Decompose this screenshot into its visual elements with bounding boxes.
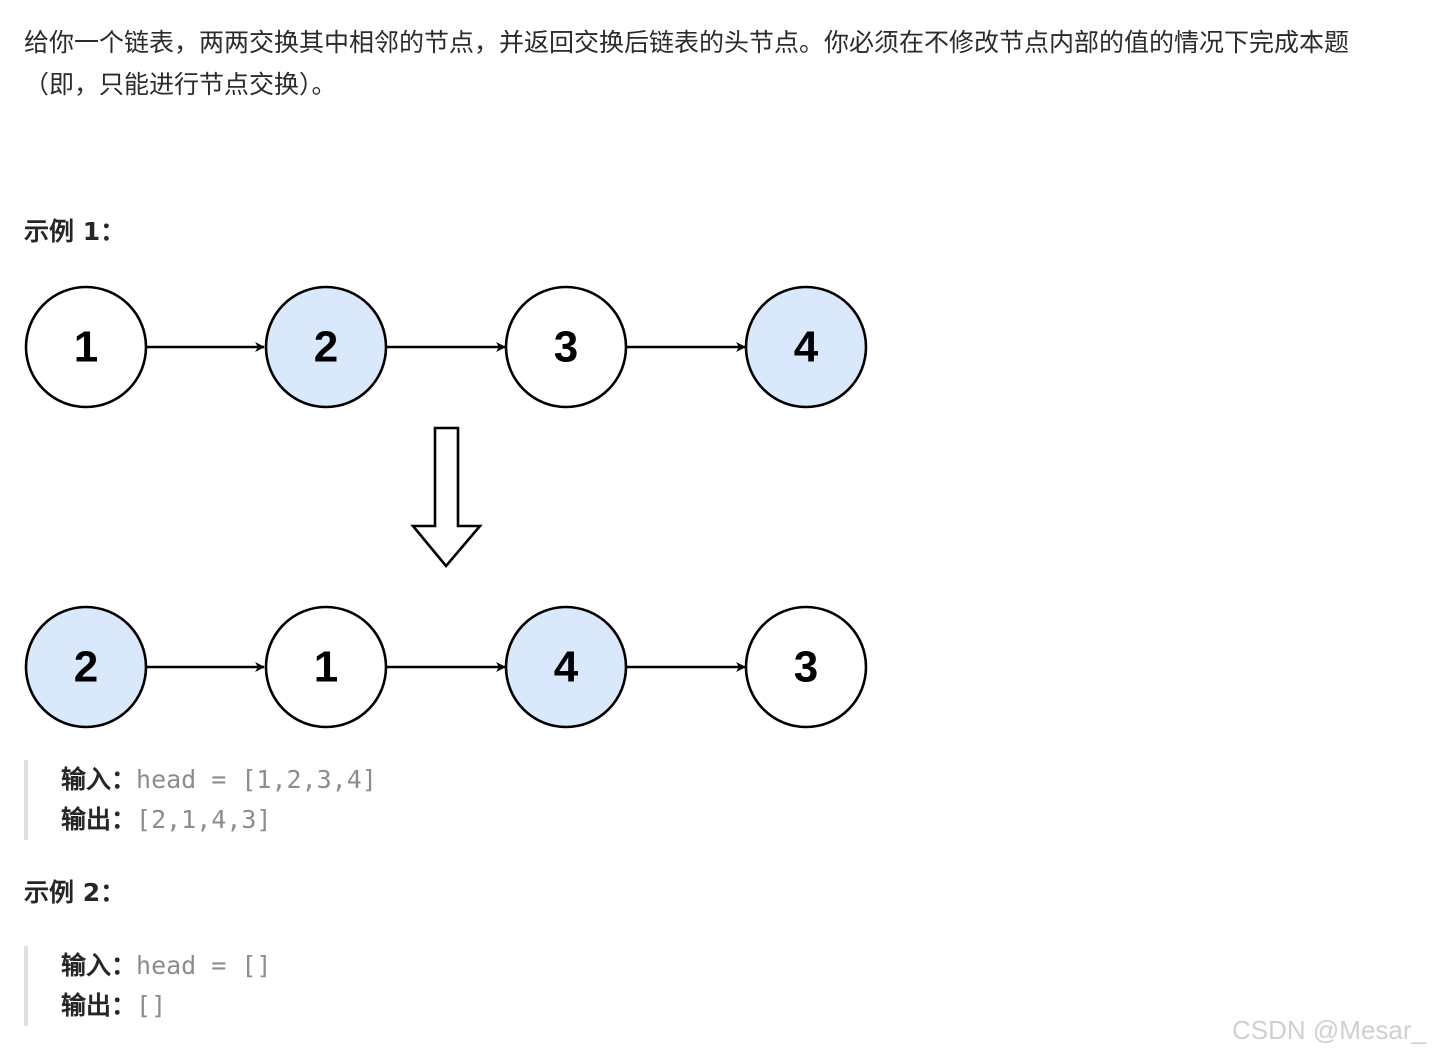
- node-circle: [504, 285, 628, 409]
- list-node: 4: [744, 285, 868, 409]
- node-circle: [744, 285, 868, 409]
- output-label: 输出：: [61, 991, 137, 1020]
- input-label: 输入：: [61, 765, 137, 794]
- example-2-output-line: 输出：[]: [61, 986, 271, 1026]
- list-node: 4: [504, 605, 628, 729]
- node-value: 4: [794, 323, 819, 372]
- example-2-io-block: 输入：head = [] 输出：[]: [24, 946, 271, 1026]
- list-node: 3: [504, 285, 628, 409]
- node-circle: [504, 605, 628, 729]
- node-value: 2: [314, 323, 338, 372]
- example-1-input-line: 输入：head = [1,2,3,4]: [61, 760, 377, 800]
- node-value: 2: [74, 643, 98, 692]
- transform-down-arrow-icon: [410, 426, 483, 569]
- bottom-row-nodes: 2 1 4 3: [24, 605, 868, 729]
- example-2-title: 示例 2：: [24, 878, 126, 907]
- problem-description: 给你一个链表，两两交换其中相邻的节点，并返回交换后链表的头节点。你必须在不修改节…: [24, 28, 1350, 99]
- input-label: 输入：: [61, 951, 137, 980]
- input-code: head = []: [136, 951, 272, 980]
- input-code: head = [1,2,3,4]: [136, 765, 377, 794]
- node-circle: [264, 605, 388, 729]
- list-node: 1: [24, 285, 148, 409]
- list-node: 2: [264, 285, 388, 409]
- example-1-output-line: 输出：[2,1,4,3]: [61, 800, 377, 840]
- output-code: []: [136, 991, 167, 1020]
- node-value: 3: [794, 643, 818, 692]
- example-2-input-line: 输入：head = []: [61, 946, 271, 986]
- output-code: [2,1,4,3]: [136, 805, 272, 834]
- node-circle: [24, 605, 148, 729]
- linked-list-swap-diagram: 1 2 3 4 2 1 4: [24, 285, 868, 729]
- node-circle: [744, 605, 868, 729]
- output-label: 输出：: [61, 805, 137, 834]
- example-1-title: 示例 1：: [24, 217, 126, 246]
- list-node: 1: [264, 605, 388, 729]
- node-value: 4: [554, 643, 579, 692]
- watermark: CSDN @Mesar_: [1232, 1015, 1426, 1045]
- node-value: 3: [554, 323, 578, 372]
- list-node: 2: [24, 605, 148, 729]
- list-node: 3: [744, 605, 868, 729]
- example-1-io-block: 输入：head = [1,2,3,4] 输出：[2,1,4,3]: [24, 760, 377, 840]
- top-row-nodes: 1 2 3 4: [24, 285, 868, 409]
- node-circle: [264, 285, 388, 409]
- node-circle: [24, 285, 148, 409]
- node-value: 1: [74, 323, 98, 372]
- node-value: 1: [314, 643, 338, 692]
